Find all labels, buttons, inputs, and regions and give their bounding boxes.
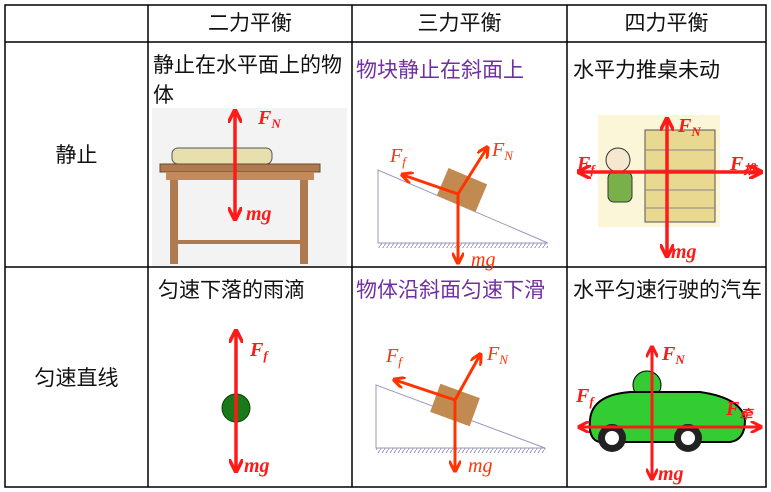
svg-text:F推: F推	[729, 153, 758, 177]
svg-text:mg: mg	[468, 455, 492, 477]
svg-text:Ff: Ff	[575, 385, 595, 409]
cell-text: 物块静止在斜面上	[356, 58, 524, 82]
svg-text:FN: FN	[486, 343, 509, 367]
force-arrows-incline-1	[403, 148, 487, 262]
header-four-force: 四力平衡	[624, 11, 709, 35]
desk-illustration	[152, 108, 347, 266]
svg-text:mg: mg	[658, 463, 684, 485]
svg-text:FN: FN	[677, 115, 701, 139]
header-two-force: 二力平衡	[208, 11, 292, 35]
svg-text:mg: mg	[671, 241, 697, 263]
cell-text: 水平匀速行驶的汽车	[573, 278, 762, 302]
svg-text:Ff: Ff	[385, 345, 404, 369]
row-label-uniform: 匀速直线	[34, 366, 119, 390]
car-illustration	[588, 370, 747, 452]
svg-text:F牵: F牵	[725, 398, 754, 422]
row-label-static: 静止	[55, 143, 98, 167]
label-fn: FN	[257, 107, 281, 131]
cell-text: 匀速下落的雨滴	[158, 278, 305, 302]
svg-text:Ff: Ff	[389, 145, 408, 169]
label-mg: mg	[246, 203, 272, 225]
svg-text:mg: mg	[244, 455, 270, 477]
svg-text:FN: FN	[491, 139, 514, 163]
svg-text:Ff: Ff	[576, 153, 596, 177]
svg-text:Ff: Ff	[249, 339, 269, 363]
incline-illustration-2	[375, 383, 546, 453]
cell-text: 静止在水平面上的物体	[153, 53, 342, 107]
incline-illustration-1	[377, 167, 549, 248]
cell-text: 物体沿斜面匀速下滑	[356, 278, 545, 302]
svg-text:mg: mg	[471, 249, 495, 271]
svg-text:FN: FN	[661, 343, 685, 367]
header-three-force: 三力平衡	[417, 11, 502, 35]
cell-text: 水平力推桌未动	[573, 58, 720, 82]
